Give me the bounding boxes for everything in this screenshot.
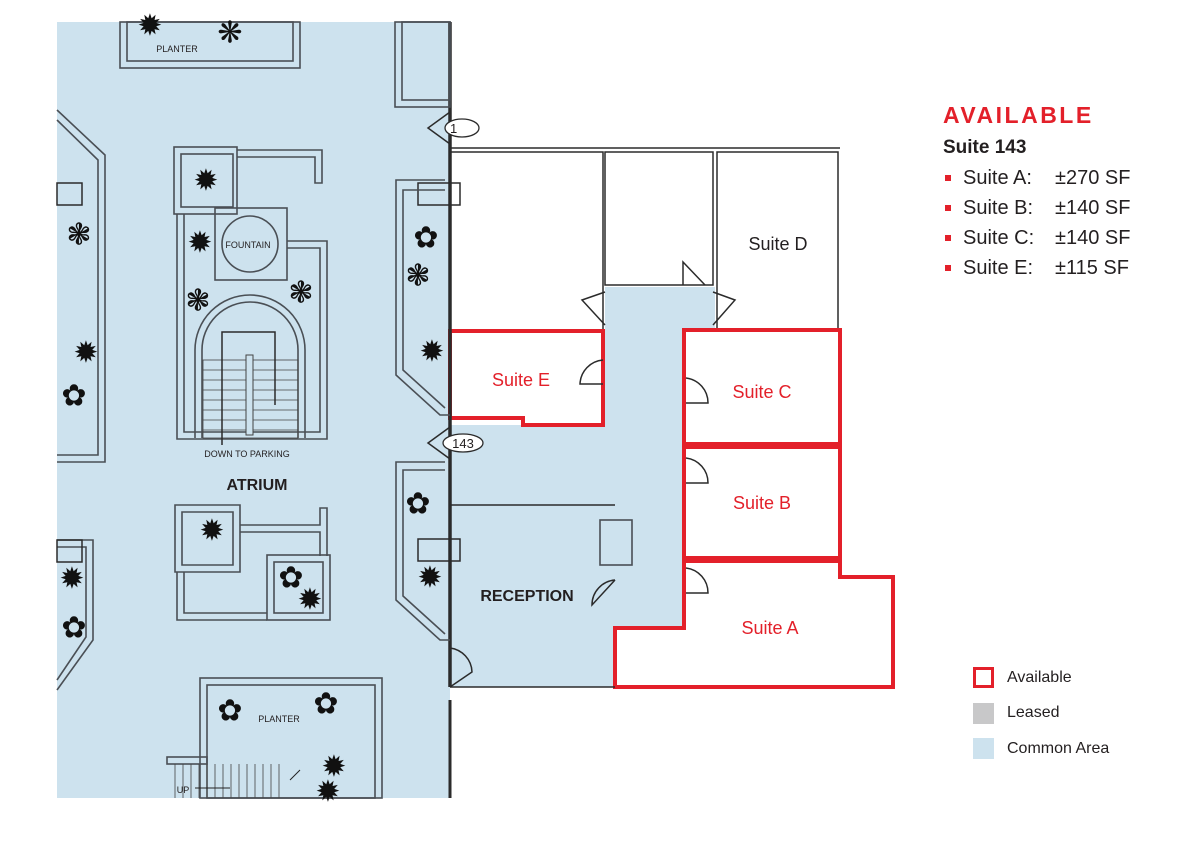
palm-icon: ✹ [417,562,442,595]
legend-item-common-area: Common Area [973,731,1109,767]
door-tag-143: 143 [426,426,484,460]
suite-a-label: Suite A [741,618,798,638]
legend-label: Common Area [1007,739,1110,757]
list-item: Suite C: ±140 SF [943,223,1130,253]
leased-watermark: LEASED [472,163,573,246]
palm-icon: ✹ [419,336,444,369]
suite-d-label: Suite D [748,234,807,254]
suite-size: ±115 SF [1055,257,1129,279]
leased-room-2 [604,151,714,286]
palm-icon: ✹ [137,10,162,43]
bullet-icon [945,265,951,271]
suite-c-outline[interactable] [682,328,842,446]
suite-size: ±270 SF [1055,167,1131,189]
bush-icon: ✿ [61,380,86,413]
atrium-features [56,21,451,799]
palm-icon: ✹ [187,227,212,260]
bullet-icon [945,175,951,181]
palm-icon: ✹ [59,563,84,596]
reception-label: RECEPTION [480,588,573,605]
bush-icon: ✿ [405,488,430,521]
availability-panel: AVAILABLE Suite 143 Suite A: ±270 SF Suit… [943,102,1130,283]
bullet-icon [945,205,951,211]
suite-size: ±140 SF [1055,197,1131,219]
exterior-gap [450,687,454,798]
common-area-reception [450,505,615,687]
suite-size: ±140 SF [1055,227,1131,249]
shrub-icon: ❃ [405,260,430,293]
available-heading: AVAILABLE [943,102,1094,128]
planter-top-label: PLANTER [156,44,198,54]
list-item: Suite E: ±115 SF [943,253,1130,283]
list-item: Suite B: ±140 SF [943,193,1130,223]
legend-label: Leased [1007,704,1060,722]
bush-icon: ✿ [313,688,338,721]
leased-watermark: LEASED [472,233,573,316]
palm-icon: ✹ [193,165,218,198]
suite-a-outline[interactable] [613,559,895,689]
palm-icon: ✹ [321,751,346,784]
available-suites[interactable]: Suite E Suite C Suite B Suite A [448,328,895,689]
list-item: Suite A: ±270 SF [943,163,1130,193]
palm-icon: ✹ [297,584,322,617]
suite-e-label: Suite E [492,370,550,390]
palm-icon: ✹ [315,776,340,809]
palm-icon: ✹ [73,337,98,370]
bush-icon: ✿ [413,222,438,255]
atrium-label: ATRIUM [226,477,287,494]
legend-item-leased: Leased [973,696,1109,732]
plants: ✹ ❋ ✹ ✹ ❃ ❃ ❃ ✹ ✿ ✿ ❃ ✹ ✿ ✹ ✹ ✿ ✹ ✹ ✿ ✿ … [59,10,444,809]
bush-icon: ✿ [217,695,242,728]
leased-room-1 [449,151,604,331]
suite-name: Suite E: [963,257,1034,279]
down-to-parking-label: DOWN TO PARKING [204,449,290,459]
bush-icon: ✿ [61,612,86,645]
planter-bottom-label: PLANTER [258,714,300,724]
suite-b-label: Suite B [733,493,791,513]
suite-name: Suite B: [963,197,1034,219]
suite-name: Suite C: [963,227,1035,249]
suite-name: Suite A: [963,167,1032,189]
palm-icon: ✹ [199,515,224,548]
leased-watermark: LEASED [604,176,705,259]
available-swatch [973,667,994,689]
up-label: UP [177,785,190,795]
common-area-swatch [973,738,994,760]
tree-icon: ❋ [217,17,242,50]
shrub-icon: ❃ [288,277,313,310]
legend-label: Available [1007,668,1072,686]
door-number-1: 1 [450,121,457,136]
bush-icon: ✿ [278,562,303,595]
suite-list: Suite A: ±270 SF Suite B: ±140 SF Suite C:… [943,163,1130,283]
suite-b-outline[interactable] [682,445,842,560]
legend-item-available: Available [973,660,1109,696]
door-tag-1: 1 [426,111,480,145]
door-number-143: 143 [452,436,474,451]
shrub-icon: ❃ [185,285,210,318]
fountain-label: FOUNTAIN [225,240,270,250]
bullet-icon [945,235,951,241]
suite-c-label: Suite C [732,382,791,402]
doors [449,260,737,688]
suite-number: Suite 143 [943,137,1027,158]
legend: Available Leased Common Area [973,660,1109,767]
shrub-icon: ❃ [66,219,91,252]
leased-swatch [973,702,994,724]
